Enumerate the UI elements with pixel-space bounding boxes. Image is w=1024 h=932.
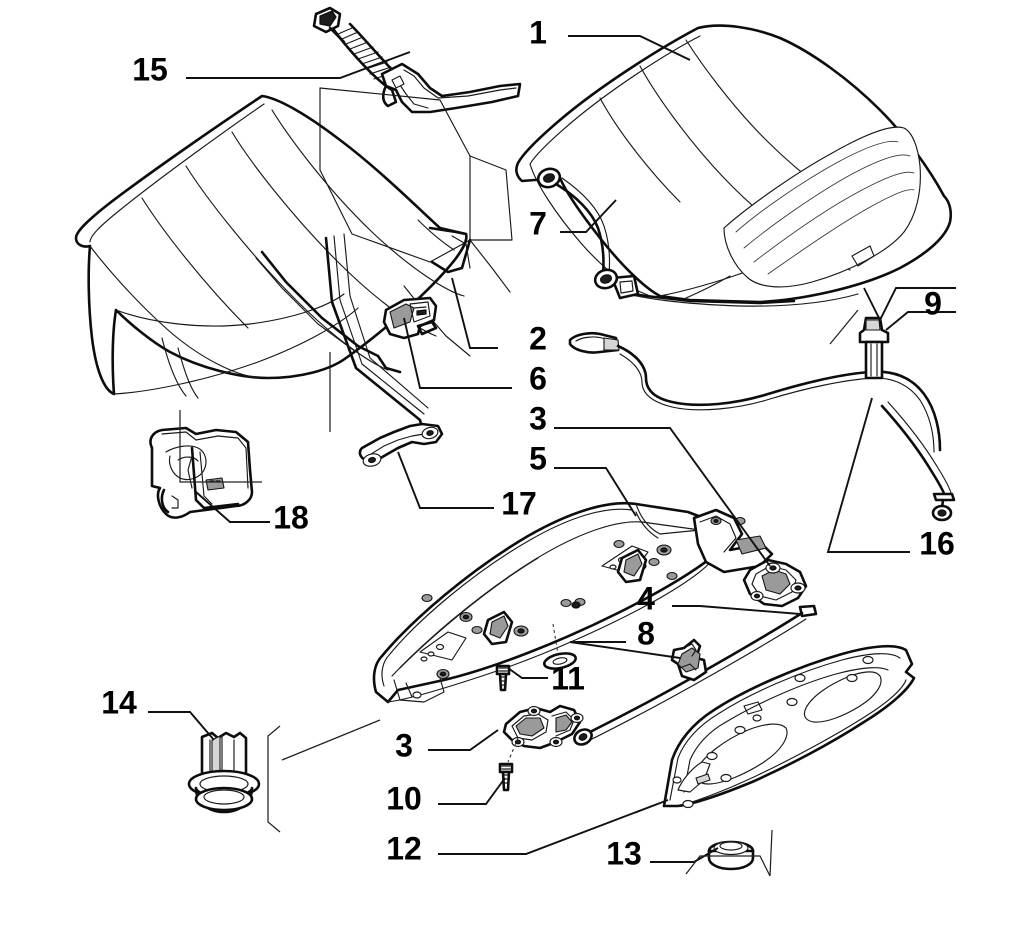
washer-assembly-line [552,623,559,655]
callout-1[interactable]: 1 [529,14,547,50]
callout-10[interactable]: 10 [386,780,422,816]
part-fabric-segments [255,87,513,438]
part-rear-trim-panel[interactable] [662,644,916,809]
frame-rivets [421,516,746,680]
part-retaining-strip[interactable] [568,331,942,453]
part-rear-bow-frame[interactable] [372,502,774,704]
callout-18[interactable]: 18 [273,499,309,535]
screw-assembly-line [507,737,519,763]
callout-3-right[interactable]: 3 [529,400,547,436]
part-hinge-bracket-left[interactable] [502,704,584,750]
callout-labels: 1 2 3 3 4 5 6 7 8 9 10 11 12 13 14 15 16… [101,14,955,871]
callout-3-left[interactable]: 3 [395,727,413,763]
callout-9[interactable]: 9 [924,285,942,321]
callout-13[interactable]: 13 [606,835,642,871]
part-washer[interactable] [542,651,578,671]
callout-11[interactable]: 11 [551,660,585,696]
callout-5[interactable]: 5 [529,440,547,476]
part-flange-bolt[interactable] [858,316,890,380]
callout-4[interactable]: 4 [637,580,655,616]
callout-12[interactable]: 12 [386,830,422,866]
part-tension-rod[interactable] [572,604,818,747]
callout-17[interactable]: 17 [501,485,537,521]
leader-lines [148,35,956,877]
part-headliner-panel[interactable] [74,94,468,399]
part-expansion-rivet[interactable] [187,731,261,814]
callout-14[interactable]: 14 [101,684,137,720]
part-release-cable[interactable] [880,401,956,522]
part-screw-upper[interactable] [495,664,511,692]
callout-2[interactable]: 2 [529,320,547,356]
part-cable-clip[interactable] [670,638,708,682]
part-latch-striker[interactable] [382,296,438,340]
callout-7[interactable]: 7 [529,205,547,241]
part-drain-tube[interactable] [536,166,619,291]
part-gas-spring-strut[interactable] [312,6,522,114]
callout-6[interactable]: 6 [529,360,547,396]
callout-15[interactable]: 15 [132,51,168,87]
callout-8[interactable]: 8 [637,615,655,651]
part-hinge-bracket-right[interactable] [742,558,808,608]
callout-16[interactable]: 16 [919,525,955,561]
part-corner-clamp[interactable] [149,426,254,519]
part-rubber-plug[interactable] [707,840,755,871]
part-tie-bracket[interactable] [358,422,444,468]
part-screw-lower[interactable] [498,762,514,792]
